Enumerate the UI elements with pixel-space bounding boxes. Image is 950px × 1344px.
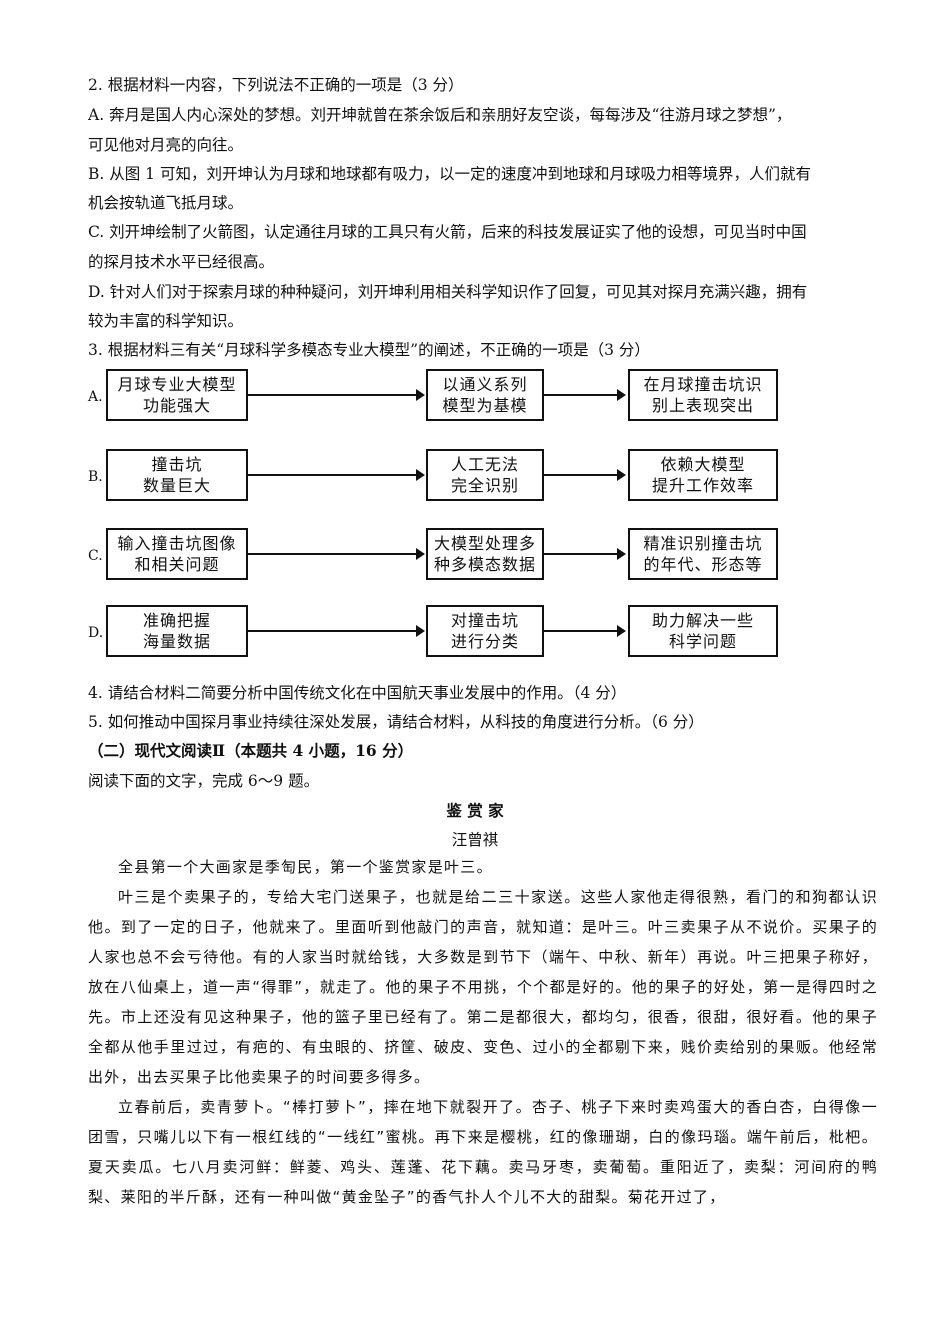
q2-option-a-line2: 可见他对月亮的向往。 (88, 136, 244, 154)
q2-option-d-line2: 较为丰富的科学知识。 (88, 312, 244, 330)
q2-option-c-line1: C. 刘开坤绘制了火箭图，认定通往月球的工具只有火箭，后来的科技发展证实了他的设… (88, 223, 807, 241)
flow-box-3: 精准识别撞击坑的年代、形态等 (628, 528, 778, 580)
q3-option-a-flow: A. 月球专业大模型功能强大 以通义系列模型为基模 在月球撞击坑识别上表现突出 (88, 369, 778, 429)
flow-arrow (248, 469, 425, 481)
flow-box-2: 对撞击坑进行分类 (426, 605, 544, 657)
section-heading: （二）现代文阅读Ⅱ（本题共 4 小题，16 分） (88, 741, 414, 760)
option-letter: D. (88, 625, 104, 641)
option-letter: B. (88, 469, 103, 485)
q3-option-c-flow: C. 输入撞击坑图像和相关问题 大模型处理多种多模态数据 精准识别撞击坑的年代、… (88, 528, 778, 588)
flow-box-2: 大模型处理多种多模态数据 (426, 528, 544, 580)
flow-box-1: 输入撞击坑图像和相关问题 (106, 528, 248, 580)
q2-option-b-line1: B. 从图 1 可知，刘开坤认为月球和地球都有吸力，以一定的速度冲到地球和月球吸… (88, 165, 811, 183)
reading-instruction: 阅读下面的文字，完成 6～9 题。 (88, 772, 320, 790)
q2-option-b-line2: 机会按轨道飞抵月球。 (88, 194, 244, 212)
flow-box-1: 月球专业大模型功能强大 (106, 369, 248, 421)
q5-question: 5. 如何推动中国探月事业持续往深处发展，请结合材料，从科技的角度进行分析。（6… (88, 713, 704, 731)
flow-box-3: 在月球撞击坑识别上表现突出 (628, 369, 778, 421)
flow-box-2: 人工无法完全识别 (426, 449, 544, 501)
flow-box-2: 以通义系列模型为基模 (426, 369, 544, 421)
flow-arrow (248, 548, 425, 560)
article-paragraph: 叶三是个卖果子的，专给大宅门送果子，也就是给二三十家送。这些人家他走得很熟，看门… (88, 888, 878, 1086)
article-title: 鉴 赏 家 (446, 801, 504, 820)
q3-option-d-flow: D. 准确把握海量数据 对撞击坑进行分类 助力解决一些科学问题 (88, 605, 778, 665)
flow-box-3: 助力解决一些科学问题 (628, 605, 778, 657)
q2-option-a-line1: A. 奔月是国人内心深处的梦想。刘开坤就曾在茶余饭后和亲朋好友空谈，每每涉及“往… (88, 106, 792, 124)
flow-arrow (544, 389, 626, 401)
article-paragraph: 立春前后，卖青萝卜。“棒打萝卜”，摔在地下就裂开了。杏子、桃子下来时卖鸡蛋大的香… (88, 1098, 878, 1206)
flow-arrow (544, 625, 626, 637)
flow-arrow (248, 625, 425, 637)
flow-arrow (544, 548, 626, 560)
article-author: 汪曾祺 (451, 831, 499, 849)
flow-box-1: 准确把握海量数据 (106, 605, 248, 657)
flow-box-3: 依赖大模型提升工作效率 (628, 449, 778, 501)
flow-arrow (248, 389, 425, 401)
q2-option-d-line1: D. 针对人们对于探索月球的种种疑问，刘开坤利用相关科学知识作了回复，可见其对探… (88, 283, 808, 301)
article-paragraph: 全县第一个大画家是季匋民，第一个鉴赏家是叶三。 (118, 858, 493, 876)
q2-stem: 2. 根据材料一内容，下列说法不正确的一项是（3 分） (88, 76, 464, 94)
option-letter: C. (88, 548, 103, 564)
q2-option-c-line2: 的探月技术水平已经很高。 (88, 253, 275, 271)
flow-box-1: 撞击坑数量巨大 (106, 449, 248, 501)
article-body: 全县第一个大画家是季匋民，第一个鉴赏家是叶三。 叶三是个卖果子的，专给大宅门送果… (88, 852, 878, 1212)
q4-question: 4. 请结合材料二简要分析中国传统文化在中国航天事业发展中的作用。（4 分） (88, 684, 627, 702)
q3-option-b-flow: B. 撞击坑数量巨大 人工无法完全识别 依赖大模型提升工作效率 (88, 449, 778, 509)
q3-stem: 3. 根据材料三有关“月球科学多模态专业大模型”的阐述，不正确的一项是（3 分） (88, 341, 650, 359)
flow-arrow (544, 469, 626, 481)
option-letter: A. (88, 389, 103, 405)
